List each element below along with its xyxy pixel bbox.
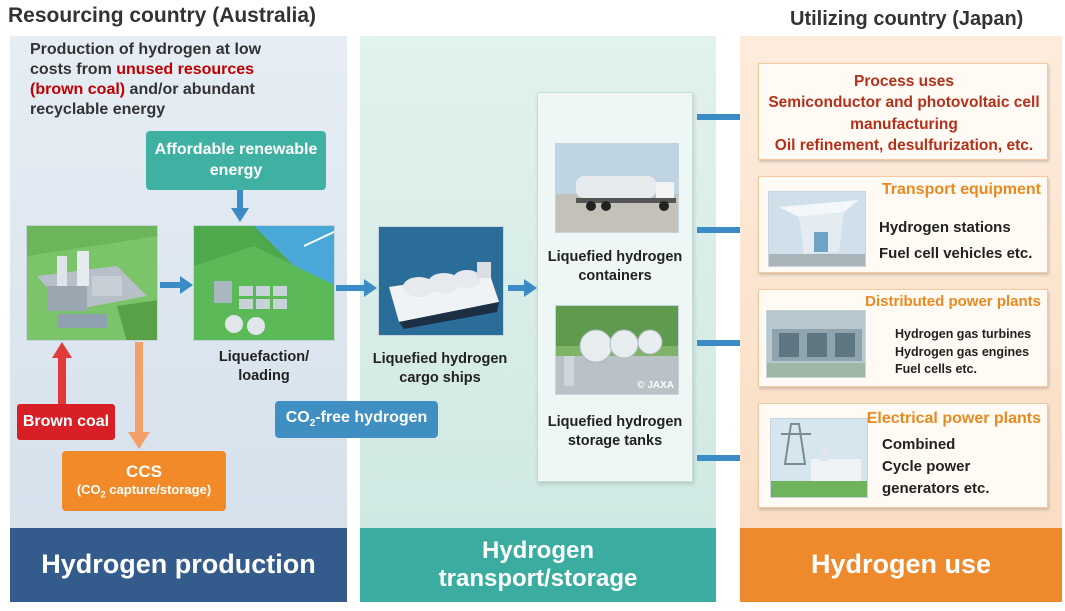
cargo-ship-label-line-1: Liquefied hydrogen bbox=[372, 351, 508, 367]
use-footer-label: Hydrogen use bbox=[810, 549, 992, 580]
distributed-power-line-1: Hydrogen gas turbines bbox=[895, 327, 1032, 341]
renewable-energy-box: Affordable renewable energy bbox=[146, 131, 326, 190]
arrow-liquefaction-to-ship bbox=[336, 279, 377, 297]
storage-tanks-illustration bbox=[556, 306, 678, 394]
distributed-power-image bbox=[766, 310, 866, 378]
transport-equipment-line-2: Fuel cell vehicles etc. bbox=[879, 245, 1033, 263]
co2-free-a: CO bbox=[285, 409, 310, 427]
header-resourcing-country: Resourcing country (Australia) bbox=[8, 4, 317, 27]
co2-free-label: CO2-free hydrogen bbox=[286, 409, 428, 429]
production-footer: Hydrogen production bbox=[10, 528, 347, 602]
intro-costs-text: costs from bbox=[30, 61, 117, 78]
liquefaction-illustration bbox=[194, 226, 334, 340]
electrical-power-items: Combined Cycle power generators etc. bbox=[882, 434, 990, 499]
transport-equipment-items: Hydrogen stations Fuel cell vehicles etc… bbox=[879, 215, 1032, 268]
transport-equipment-line-1: Hydrogen stations bbox=[879, 219, 1011, 236]
electrical-power-box: Electrical power plants Combined Cycle p… bbox=[758, 403, 1048, 508]
ccs-sub-2: 2 bbox=[100, 489, 106, 500]
storage-tanks-label: Liquefied hydrogen storage tanks bbox=[540, 413, 690, 451]
electrical-power-line-3: generators etc. bbox=[882, 479, 990, 497]
distributed-power-line-3: Fuel cells etc. bbox=[895, 362, 977, 376]
distributed-power-title: Distributed power plants bbox=[865, 293, 1041, 310]
power-plant-image bbox=[26, 225, 158, 341]
distributed-power-box: Distributed power plants Hydrogen gas tu… bbox=[758, 289, 1048, 387]
transport-footer-line-2: transport/storage bbox=[438, 565, 638, 592]
use-footer: Hydrogen use bbox=[740, 528, 1062, 602]
electrical-power-line-2: Cycle power bbox=[882, 457, 971, 475]
production-intro-line-2: costs from unused resources bbox=[30, 60, 350, 80]
containers-label: Liquefied hydrogen containers bbox=[540, 248, 690, 286]
renewable-line-2: energy bbox=[209, 161, 263, 179]
header-utilizing-country: Utilizing country (Japan) bbox=[790, 8, 1024, 30]
arrow-renewable-down bbox=[231, 190, 249, 222]
storage-tanks-label-line-2: storage tanks bbox=[567, 432, 663, 449]
production-intro-line-4: recyclable energy bbox=[30, 101, 166, 118]
renewable-line-1: Affordable renewable bbox=[154, 140, 318, 158]
liquefaction-label-line-2: loading bbox=[238, 367, 290, 384]
intro-unused-resources-text: unused resources bbox=[116, 61, 255, 78]
co2-free-c: -free hydrogen bbox=[315, 409, 428, 427]
arrow-plant-to-ccs bbox=[128, 342, 150, 449]
brown-coal-label: Brown coal bbox=[22, 413, 110, 430]
arrow-ship-to-storage bbox=[508, 279, 537, 297]
storage-tanks-image: © JAXA bbox=[555, 305, 679, 395]
containers-label-line-2: containers bbox=[578, 267, 652, 284]
ccs-title: CCS bbox=[126, 461, 162, 481]
ccs-sub-a: (CO bbox=[76, 482, 101, 498]
containers-illustration bbox=[556, 144, 678, 232]
cargo-ship-label-line-2: cargo ships bbox=[399, 369, 481, 386]
brown-coal-box: Brown coal bbox=[17, 404, 115, 440]
ccs-sub-c: capture/storage) bbox=[105, 482, 212, 498]
transport-footer: Hydrogen transport/storage bbox=[360, 528, 716, 602]
production-footer-label: Hydrogen production bbox=[41, 549, 316, 580]
intro-brown-coal-text: (brown coal) bbox=[30, 81, 126, 98]
production-intro-line-1: Production of hydrogen at low bbox=[30, 41, 262, 58]
containers-image bbox=[555, 143, 679, 233]
intro-abundant-text: and/or abundant bbox=[125, 81, 255, 98]
cargo-ship-illustration bbox=[379, 227, 503, 335]
electrical-power-title: Electrical power plants bbox=[866, 410, 1041, 427]
arrow-brown-coal-up bbox=[52, 342, 72, 404]
co2-free-2: 2 bbox=[309, 418, 316, 430]
ccs-subtitle: (CO2 capture/storage) bbox=[77, 482, 211, 501]
liquefaction-label: Liquefaction/ loading bbox=[193, 348, 335, 386]
jaxa-credit: © JAXA bbox=[637, 380, 674, 391]
process-uses-text: Process uses Semiconductor and photovolt… bbox=[759, 71, 1049, 157]
hydrogen-station-image bbox=[768, 191, 866, 267]
hydrogen-station-illustration bbox=[769, 192, 865, 266]
production-intro: Production of hydrogen at low costs from… bbox=[30, 40, 350, 120]
cargo-ship-label: Liquefied hydrogen cargo ships bbox=[368, 350, 512, 388]
process-uses-line-2: manufacturing bbox=[850, 115, 958, 133]
transport-equipment-title: Transport equipment bbox=[881, 181, 1041, 198]
storage-tanks-label-line-1: Liquefied hydrogen bbox=[547, 414, 683, 430]
arrow-plant-to-liquefaction bbox=[160, 276, 193, 294]
transport-equipment-box: Transport equipment Hydrogen stations Fu… bbox=[758, 176, 1048, 273]
co2-free-hydrogen-box: CO2-free hydrogen bbox=[275, 401, 438, 438]
liquefaction-label-line-1: Liquefaction/ bbox=[218, 349, 310, 365]
transport-footer-line-1: Hydrogen bbox=[481, 537, 594, 565]
electrical-power-illustration bbox=[771, 419, 867, 497]
distributed-power-illustration bbox=[767, 311, 865, 377]
liquefaction-image bbox=[193, 225, 335, 341]
distributed-power-line-2: Hydrogen gas engines bbox=[895, 344, 1030, 359]
electrical-power-line-1: Combined bbox=[882, 436, 956, 453]
electrical-power-image bbox=[770, 418, 868, 498]
ccs-box: CCS (CO2 capture/storage) bbox=[62, 451, 226, 511]
containers-label-line-1: Liquefied hydrogen bbox=[547, 249, 683, 265]
power-plant-illustration bbox=[27, 236, 157, 340]
process-uses-box: Process uses Semiconductor and photovolt… bbox=[758, 63, 1048, 160]
process-uses-line-3: Oil refinement, desulfurization, etc. bbox=[774, 137, 1034, 155]
process-uses-title: Process uses bbox=[854, 73, 954, 90]
process-uses-line-1: Semiconductor and photovoltaic cell bbox=[768, 94, 1040, 112]
cargo-ship-image bbox=[378, 226, 504, 336]
distributed-power-items: Hydrogen gas turbines Hydrogen gas engin… bbox=[895, 326, 1031, 379]
production-intro-line-3: (brown coal) and/or abundant bbox=[30, 80, 350, 100]
